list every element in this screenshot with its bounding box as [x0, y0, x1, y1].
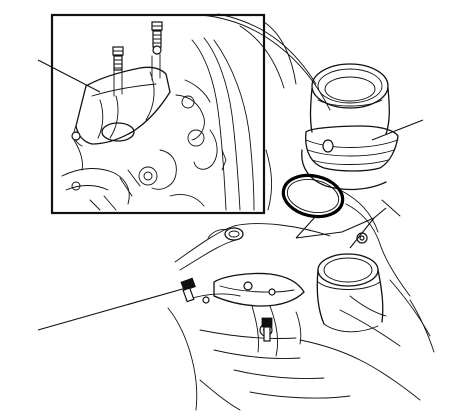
- heat-shield-icon: [73, 53, 171, 147]
- catalytic-converter-icon: [301, 63, 399, 191]
- gasket-leader: [295, 217, 375, 239]
- gasket-ring-icon: [281, 173, 345, 219]
- bolt-icon: [261, 317, 273, 342]
- inset-bolt-icon: [71, 131, 81, 141]
- bolt-leader: [37, 287, 187, 331]
- nut-leader: [349, 207, 387, 249]
- exhaust-pipe-icon: [316, 253, 384, 333]
- bolt-icon: [180, 277, 196, 303]
- heat-shield-leader: [37, 59, 101, 93]
- inset-view: [50, 13, 266, 215]
- subframe-structure: [167, 223, 435, 411]
- gasket-leader-2: [295, 215, 317, 239]
- inset-bolt-icon: [112, 46, 124, 71]
- callout-leaders: [37, 59, 424, 331]
- inset-bolt-icon: [151, 21, 163, 55]
- converter-leader: [371, 119, 424, 141]
- inset-engine-structure: [61, 37, 255, 211]
